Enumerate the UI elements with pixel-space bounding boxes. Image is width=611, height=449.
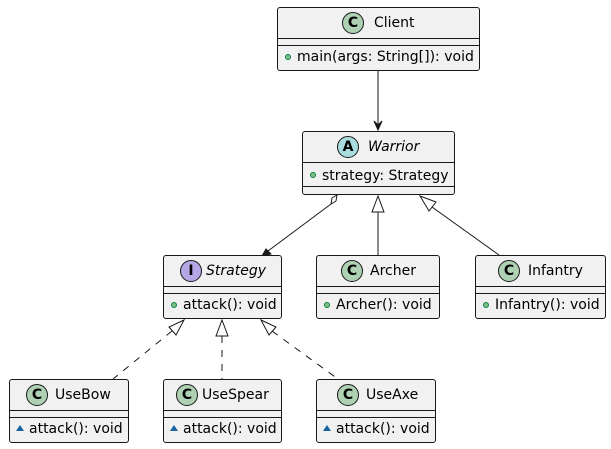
class-c-icon: C [176,384,198,406]
edge-usespear-strategy [215,318,229,379]
class-name: Infantry [528,263,583,279]
fields-divider [278,39,479,46]
member-text: main(args: String[]): void [297,49,474,65]
methods-divider [303,186,454,193]
fields-divider [317,287,439,294]
public-visibility-icon [483,302,489,308]
member-text: attack(): void [336,421,430,437]
public-visibility-icon [310,172,316,178]
class-member: attack(): void [317,418,435,441]
member-text: attack(): void [29,421,123,437]
class-client: C Client main(args: String[]): void [277,7,480,71]
class-c-icon: C [337,384,359,406]
class-name: Warrior [368,139,420,155]
class-usebow: C UseBow attack(): void [9,379,129,443]
edge-archer-warrior [371,194,385,255]
class-member: Archer(): void [317,294,439,317]
member-text: attack(): void [183,421,277,437]
member-text: Infantry(): void [495,297,600,313]
public-visibility-icon [285,54,291,60]
class-name: UseSpear [202,387,269,403]
class-archer: C Archer Archer(): void [316,255,440,319]
fields-divider [317,411,435,418]
class-header: C Infantry [476,256,605,287]
package-visibility-icon [323,425,331,431]
fields-divider [476,287,605,294]
class-header: I Strategy [164,256,281,287]
class-header: C Archer [317,256,439,287]
edge-useaxe-strategy [259,318,339,380]
class-name: Strategy [206,263,266,279]
class-member: Infantry(): void [476,294,605,317]
class-c-icon: C [498,260,520,282]
fields-divider [164,411,281,418]
class-usespear: C UseSpear attack(): void [163,379,282,443]
class-name: Client [374,15,415,31]
edge-client-warrior [373,71,383,132]
class-member: strategy: Strategy [303,163,454,186]
class-name: UseAxe [366,387,419,403]
member-text: strategy: Strategy [322,168,449,184]
interface-strategy: I Strategy attack(): void [163,255,282,319]
member-text: Archer(): void [336,297,432,313]
abstract-a-icon: A [337,136,359,158]
class-member: attack(): void [10,418,128,441]
fields-divider [164,287,281,294]
class-member: attack(): void [164,418,281,441]
public-visibility-icon [324,302,330,308]
class-warrior: A Warrior strategy: Strategy [302,131,455,195]
class-infantry: C Infantry Infantry(): void [475,255,606,319]
class-useaxe: C UseAxe attack(): void [316,379,436,443]
class-member: main(args: String[]): void [278,46,479,69]
edge-infantry-warrior [418,195,500,256]
package-visibility-icon [170,425,178,431]
class-name: Archer [370,263,416,279]
package-visibility-icon [16,425,24,431]
class-header: A Warrior [303,132,454,163]
class-c-icon: C [26,384,48,406]
class-header: C UseBow [10,380,128,411]
class-member: attack(): void [164,294,281,317]
class-header: C UseSpear [164,380,281,411]
edge-warrior-strategy [261,194,338,257]
member-text: attack(): void [183,297,277,313]
class-name: UseBow [55,387,111,403]
class-c-icon: C [341,260,363,282]
class-c-icon: C [342,12,364,34]
edge-usebow-strategy [112,318,186,380]
class-header: C UseAxe [317,380,435,411]
fields-divider [10,411,128,418]
public-visibility-icon [171,302,177,308]
class-header: C Client [278,8,479,39]
interface-i-icon: I [180,260,202,282]
